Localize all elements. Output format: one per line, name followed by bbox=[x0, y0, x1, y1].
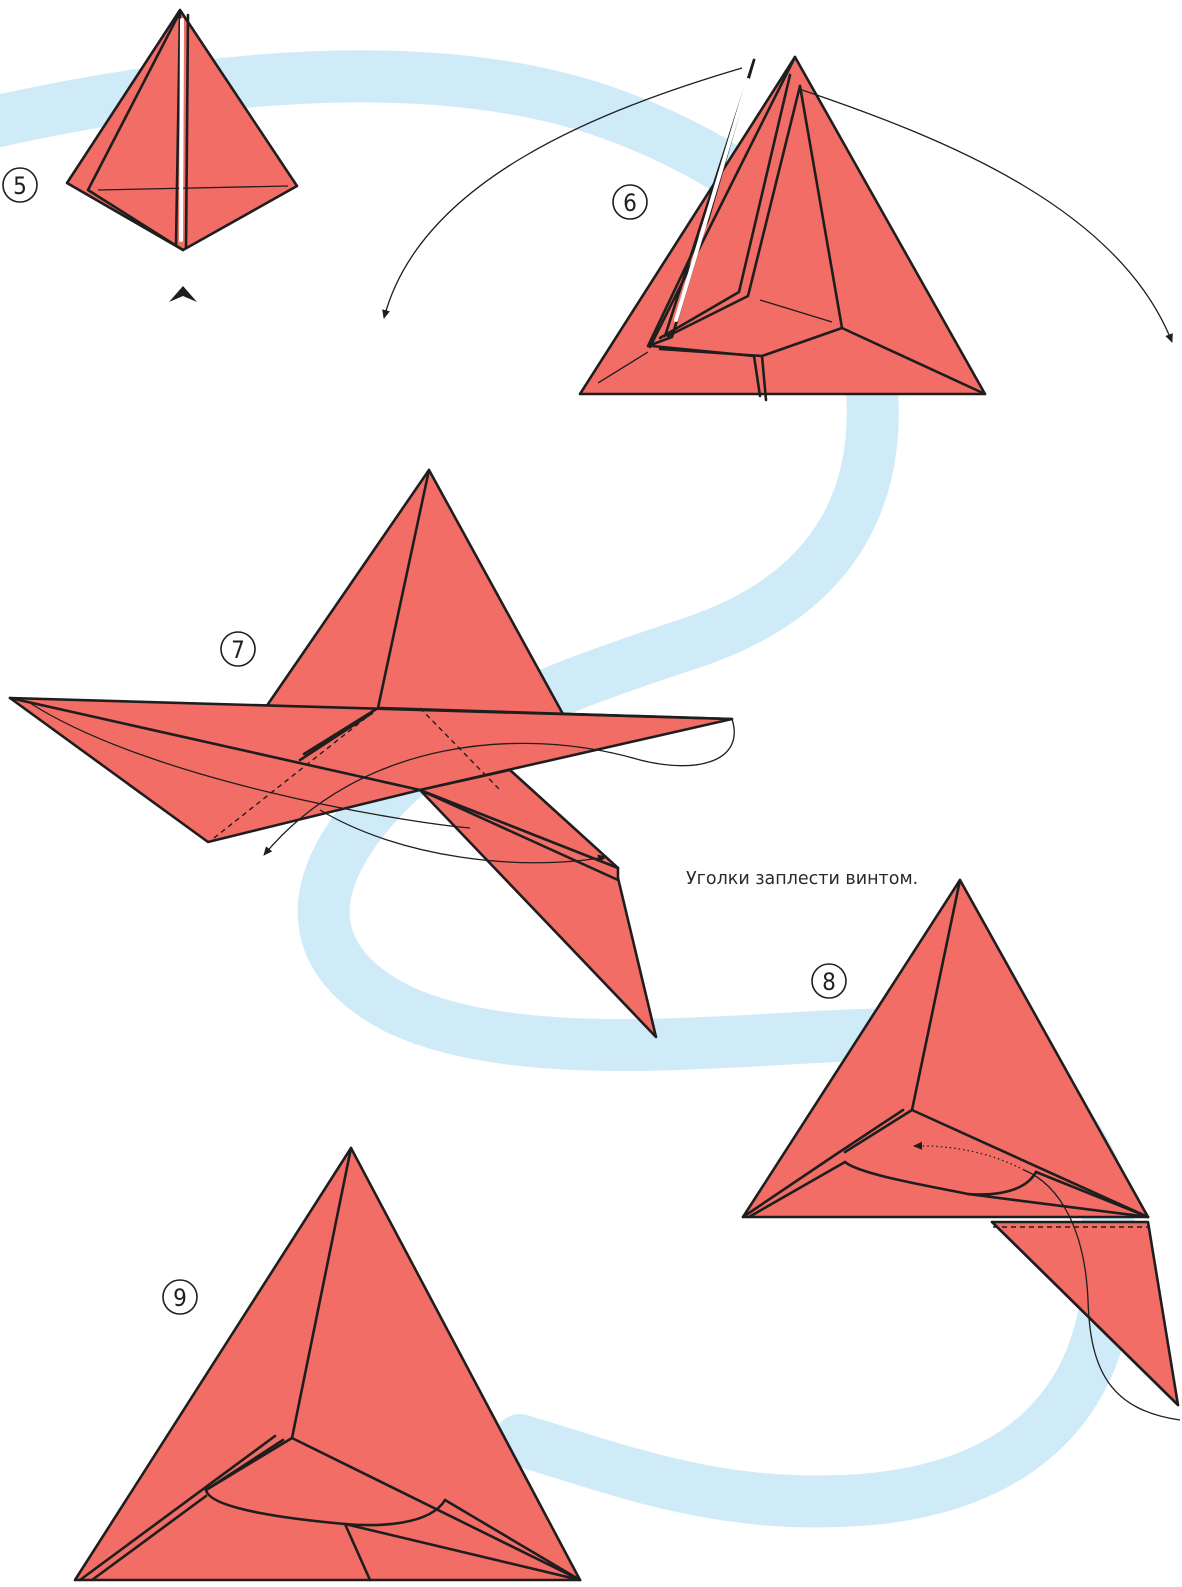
step-number-7: 7 bbox=[221, 632, 255, 666]
step-9-model bbox=[75, 1148, 580, 1580]
step-number-5: 5 bbox=[3, 168, 37, 202]
step-number-9: 9 bbox=[163, 1280, 197, 1314]
step-number-6: 6 bbox=[613, 185, 647, 219]
svg-text:6: 6 bbox=[623, 189, 637, 217]
step-5-model bbox=[67, 10, 297, 250]
instruction-caption: Уголки заплести винтом. bbox=[686, 869, 918, 889]
svg-text:8: 8 bbox=[822, 968, 836, 996]
step-7-model bbox=[10, 470, 732, 1037]
svg-text:5: 5 bbox=[13, 172, 27, 200]
svg-text:9: 9 bbox=[173, 1284, 187, 1312]
push-arrow-icon bbox=[169, 286, 197, 302]
svg-text:7: 7 bbox=[231, 636, 245, 664]
step-number-8: 8 bbox=[812, 964, 846, 998]
step-8-model bbox=[743, 880, 1178, 1405]
